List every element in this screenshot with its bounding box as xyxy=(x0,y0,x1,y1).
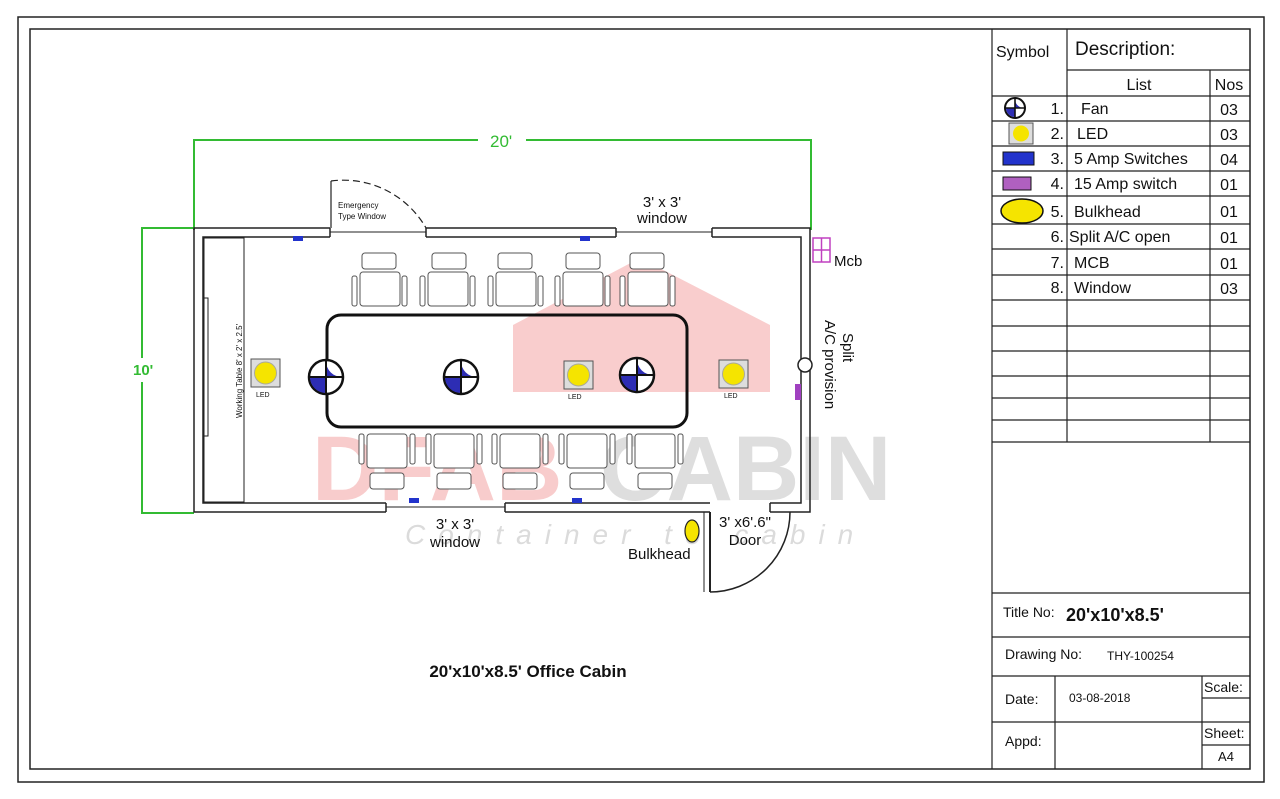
legend-item-desc: Split A/C open xyxy=(1069,229,1170,246)
fan-1-icon xyxy=(307,358,345,396)
legend-table xyxy=(991,29,1250,769)
outer-border xyxy=(17,16,1265,783)
led-2-icon xyxy=(563,360,594,390)
drawing-no-label: Drawing No: xyxy=(1005,646,1082,662)
bulkhead-label: Bulkhead xyxy=(628,546,691,563)
legend-nos-header: Nos xyxy=(1215,77,1243,94)
legend-led-icon xyxy=(1008,122,1034,145)
legend-item-number: 8. xyxy=(1051,280,1064,297)
date-label: Date: xyxy=(1005,691,1038,707)
switch-5amp-icon xyxy=(572,498,582,503)
switch-5amp-icon xyxy=(293,236,303,241)
working-table-label: Working Table 8' x 2' x 2.5' xyxy=(235,323,244,418)
chairs-bottom xyxy=(358,433,684,490)
led-2-label: LED xyxy=(568,394,582,401)
led-1-label: LED xyxy=(256,392,270,399)
emergency-window: Emergency Type Window xyxy=(330,179,427,229)
legend-item-nos: 01 xyxy=(1220,177,1238,194)
scale-label: Scale: xyxy=(1204,679,1243,695)
emergency-window-label-1: Emergency xyxy=(338,201,378,210)
legend-rows: 1. Fan 03 2. LED 03 3. 5 Amp Switches 04… xyxy=(1051,101,1238,298)
title-no-value: 20'x10'x8.5' xyxy=(1066,605,1164,625)
legend-fan-icon xyxy=(1004,97,1026,119)
legend-item-number: 6. xyxy=(1051,229,1064,246)
mcb-icon xyxy=(812,237,831,263)
dimension-height-label: 10' xyxy=(133,362,153,379)
mcb-label: Mcb xyxy=(834,253,862,270)
inner-border xyxy=(29,28,1251,770)
split-ac-icon xyxy=(797,357,813,373)
legend-item-nos: 03 xyxy=(1220,102,1238,119)
door xyxy=(703,503,791,593)
window-bottom-label-2: window xyxy=(429,534,480,551)
legend-item-desc: Bulkhead xyxy=(1074,204,1141,221)
split-ac-label-1: Split xyxy=(839,333,856,363)
legend-item-desc: 5 Amp Switches xyxy=(1074,151,1188,168)
date-value: 03-08-2018 xyxy=(1069,691,1131,705)
legend-item-number: 3. xyxy=(1051,151,1064,168)
legend-item-desc: MCB xyxy=(1074,255,1110,272)
legend-item-number: 4. xyxy=(1051,176,1064,193)
legend-bulkhead-icon xyxy=(1000,198,1044,224)
chairs-top xyxy=(351,252,676,307)
window-top-label-2: window xyxy=(636,210,687,227)
emergency-window-label-2: Type Window xyxy=(338,212,386,221)
sheet-label: Sheet: xyxy=(1204,725,1244,741)
title-no-label: Title No: xyxy=(1003,604,1055,620)
working-table: Working Table 8' x 2' x 2.5' xyxy=(203,237,245,503)
legend-item-desc: Window xyxy=(1074,280,1131,297)
legend-item-nos: 03 xyxy=(1220,281,1238,298)
legend-item-nos: 01 xyxy=(1220,204,1238,221)
sheet-value: A4 xyxy=(1218,749,1234,764)
legend-item-number: 5. xyxy=(1051,204,1064,221)
legend-switch-5amp-icon xyxy=(1002,151,1035,166)
legend-item-number: 1. xyxy=(1051,101,1064,118)
dimension-width-label: 20' xyxy=(490,132,512,151)
legend-item-nos: 03 xyxy=(1220,127,1238,144)
bulkhead-icon xyxy=(684,519,700,543)
legend-item-desc: Fan xyxy=(1081,101,1109,118)
legend-item-nos: 01 xyxy=(1220,230,1238,247)
appd-label: Appd: xyxy=(1005,733,1042,749)
drawing-no-value: THY-100254 xyxy=(1107,649,1174,663)
switch-15amp-icon xyxy=(795,384,801,400)
switch-5amp-icon xyxy=(580,236,590,241)
legend-item-desc: 15 Amp switch xyxy=(1074,176,1177,193)
watermark-tagline: Container to cabin xyxy=(405,519,866,550)
watermark-brand-left: DFAB xyxy=(312,418,562,520)
door-label-1: 3' x6'.6" xyxy=(719,514,771,531)
led-1-icon xyxy=(250,358,281,388)
split-ac-label-2: A/C provision xyxy=(821,320,838,409)
window-top-label-1: 3' x 3' xyxy=(643,194,681,211)
legend-item-number: 2. xyxy=(1051,126,1064,143)
legend-item-desc: LED xyxy=(1077,126,1108,143)
led-3-icon xyxy=(718,359,749,389)
switches xyxy=(293,236,801,503)
led-3-label: LED xyxy=(724,393,738,400)
fan-2-icon xyxy=(442,358,480,396)
watermark-brand-right: CABIN xyxy=(600,418,891,520)
legend-item-nos: 01 xyxy=(1220,256,1238,273)
door-label-2: Door xyxy=(729,532,762,549)
legend-switch-15amp-icon xyxy=(1002,176,1032,191)
legend-item-nos: 04 xyxy=(1220,152,1238,169)
legend-list-header: List xyxy=(1127,77,1152,94)
legend-description-header: Description: xyxy=(1075,39,1175,60)
plan-caption: 20'x10'x8.5' Office Cabin xyxy=(429,662,626,681)
switch-5amp-icon xyxy=(409,498,419,503)
dimension-lines: 20' 10' xyxy=(133,132,812,514)
fan-3-icon xyxy=(618,356,656,394)
window-bottom-label-1: 3' x 3' xyxy=(436,516,474,533)
legend-item-number: 7. xyxy=(1051,255,1064,272)
legend-symbol-header: Symbol xyxy=(996,44,1049,61)
